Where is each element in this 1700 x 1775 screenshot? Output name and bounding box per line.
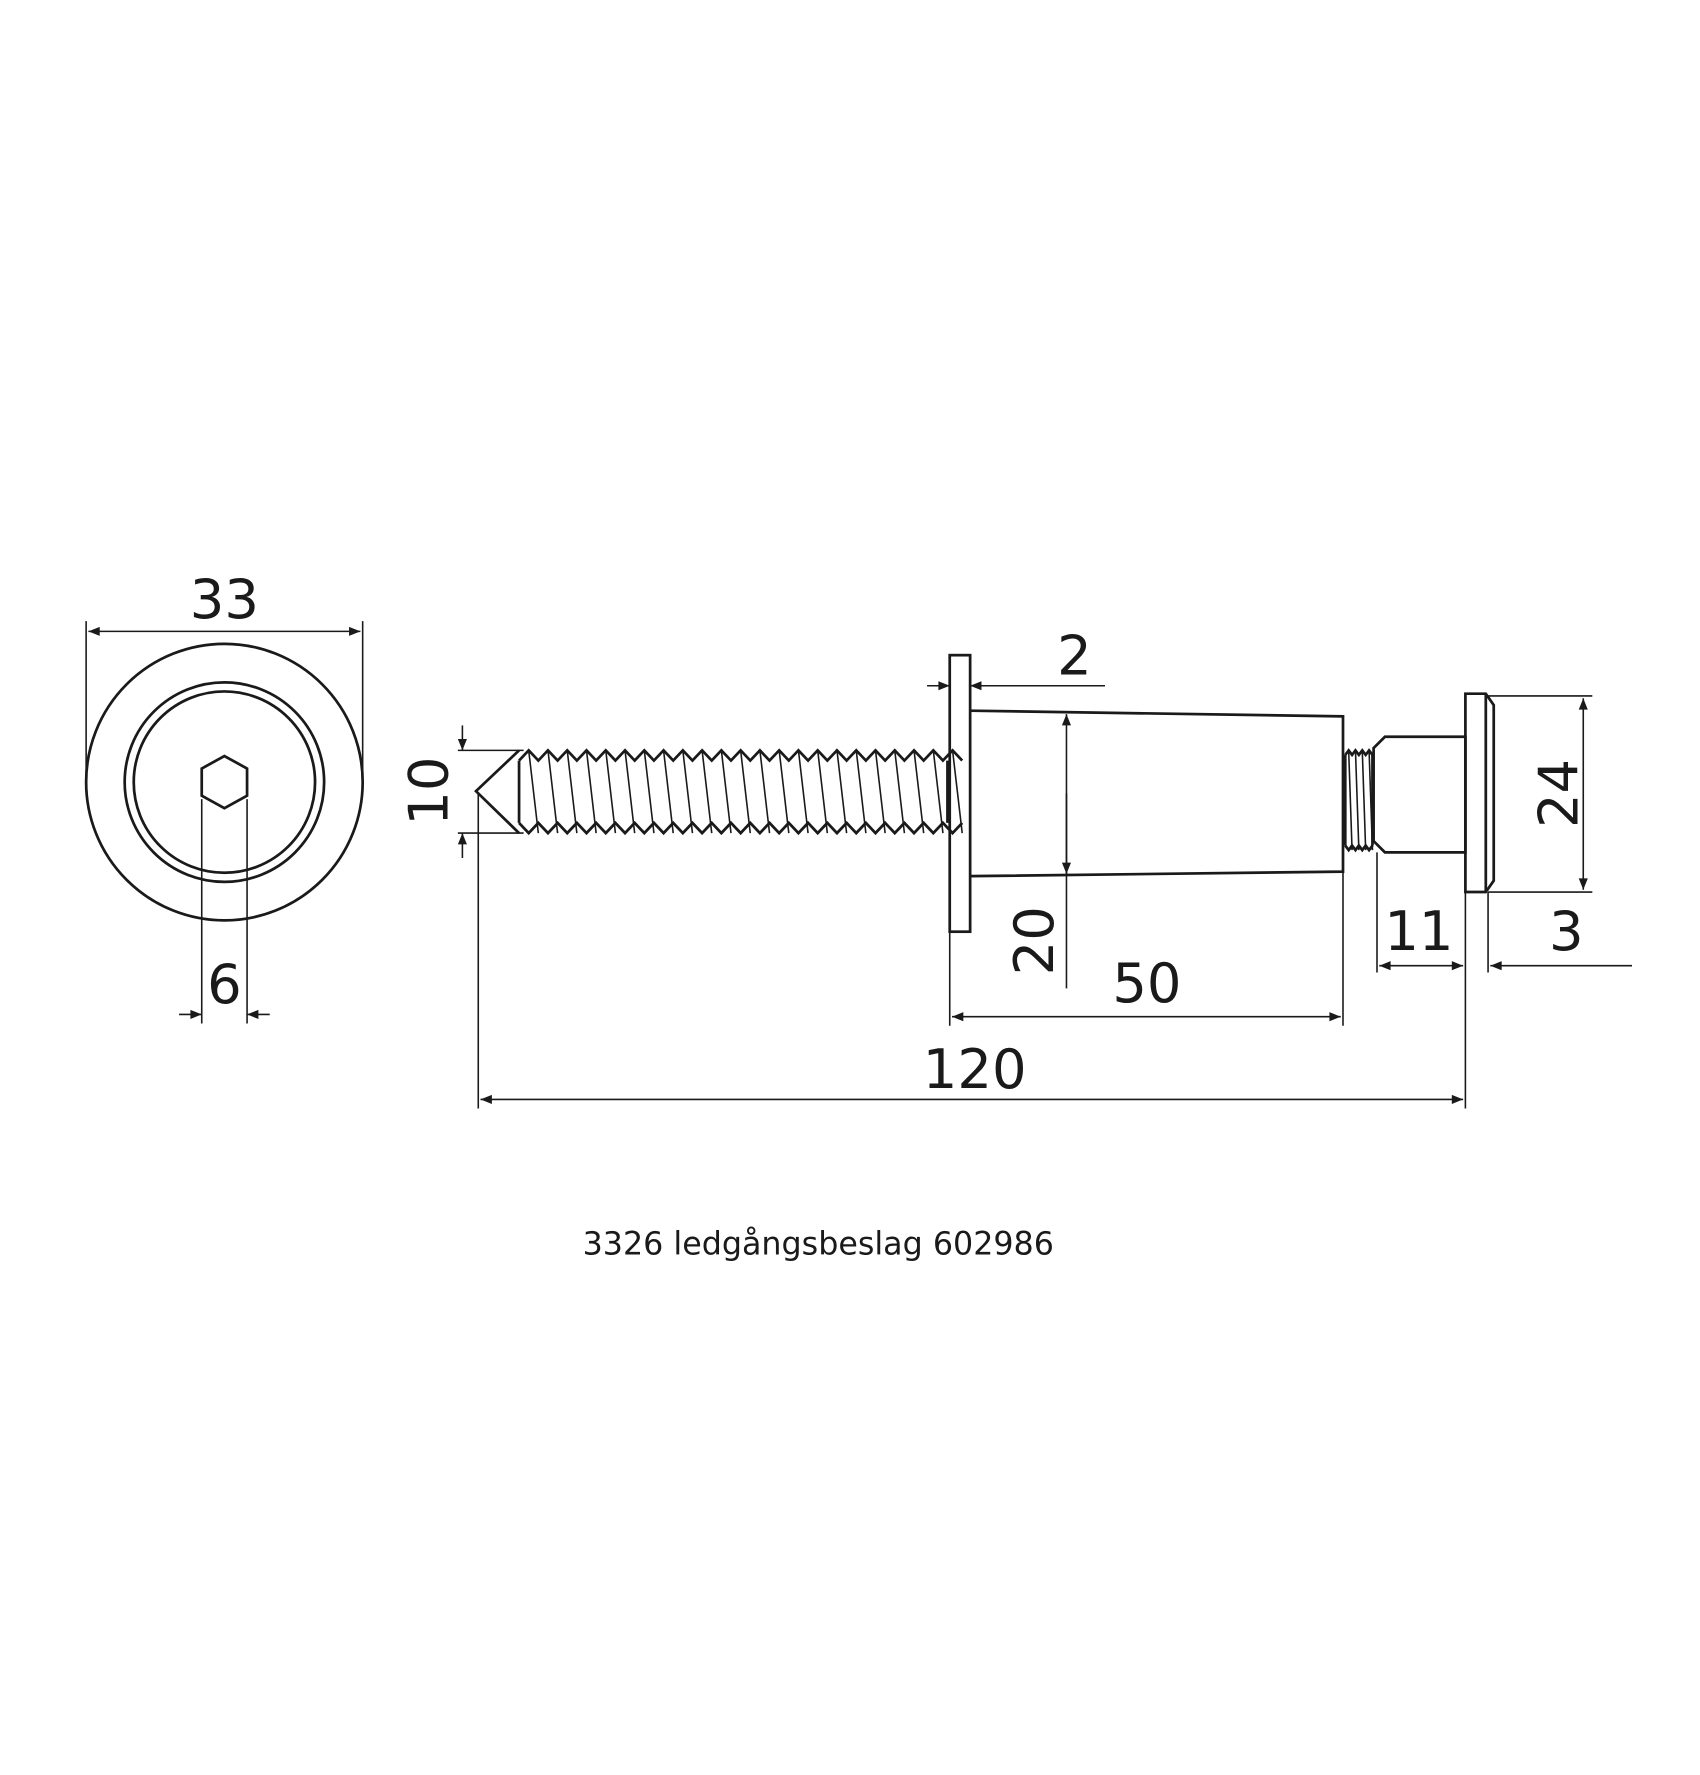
- dim-cap-length: 11: [1384, 900, 1453, 963]
- drawing-caption: 3326 ledgångsbeslag 602986: [583, 1226, 1054, 1263]
- small-thread: [1343, 748, 1374, 853]
- thread-flank: [759, 750, 771, 834]
- side-view: 10 2 20 50 120 24 11 3: [398, 624, 1632, 1109]
- thread-edge: [518, 748, 964, 763]
- thread-flank: [1361, 750, 1367, 851]
- thread-flank: [797, 750, 809, 834]
- dim-outer-diameter: 33: [190, 568, 259, 631]
- cap-cylinder: [1372, 735, 1467, 854]
- thread-edge: [518, 820, 964, 836]
- thread-flank: [932, 750, 944, 834]
- thread-flank: [913, 750, 925, 834]
- thread-flank: [682, 750, 694, 834]
- thread-edge: [1344, 748, 1374, 758]
- thread-edge: [1344, 843, 1374, 853]
- flange: [948, 653, 972, 934]
- dim-head-thickness: 3: [1549, 900, 1584, 963]
- screw-thread: [517, 748, 964, 836]
- thread-flank: [836, 750, 848, 834]
- dim-collar-diameter: 20: [1003, 906, 1066, 975]
- thread-flank: [1347, 750, 1353, 851]
- inner-ring-inner: [132, 690, 317, 875]
- collar: [970, 709, 1345, 878]
- dim-hex-socket: 6: [207, 953, 242, 1016]
- dim-head-diameter: 24: [1528, 759, 1591, 828]
- thread-flank: [739, 750, 752, 834]
- thread-flank: [701, 750, 713, 834]
- dim-flange-thickness: 2: [1057, 624, 1092, 687]
- thread-flank: [662, 750, 674, 834]
- thread-flank: [874, 750, 886, 834]
- dim-thread-diameter: 10: [398, 757, 461, 826]
- thread-flank: [547, 750, 559, 834]
- head-plate: [1464, 692, 1496, 894]
- thread-flank: [855, 750, 867, 834]
- thread-flank: [624, 750, 636, 834]
- thread-flank: [720, 750, 732, 834]
- thread-flank: [566, 750, 578, 834]
- thread-flank: [643, 750, 655, 834]
- dim-overall-length: 120: [923, 1038, 1027, 1101]
- end-view: 33 6: [84, 568, 365, 1024]
- dim-collar-length: 50: [1112, 952, 1181, 1015]
- thread-flank: [527, 750, 540, 834]
- thread-flank: [816, 750, 829, 834]
- hex-socket-icon: [200, 754, 249, 810]
- thread-flank: [778, 750, 790, 834]
- thread-flank: [893, 750, 906, 834]
- thread-flank: [604, 750, 617, 834]
- thread-flank: [585, 750, 597, 834]
- screw-tip: [474, 749, 521, 835]
- thread-flank: [1354, 750, 1360, 851]
- thread-flank: [951, 750, 963, 834]
- inner-ring-outer: [123, 681, 326, 884]
- outer-circle: [84, 642, 365, 922]
